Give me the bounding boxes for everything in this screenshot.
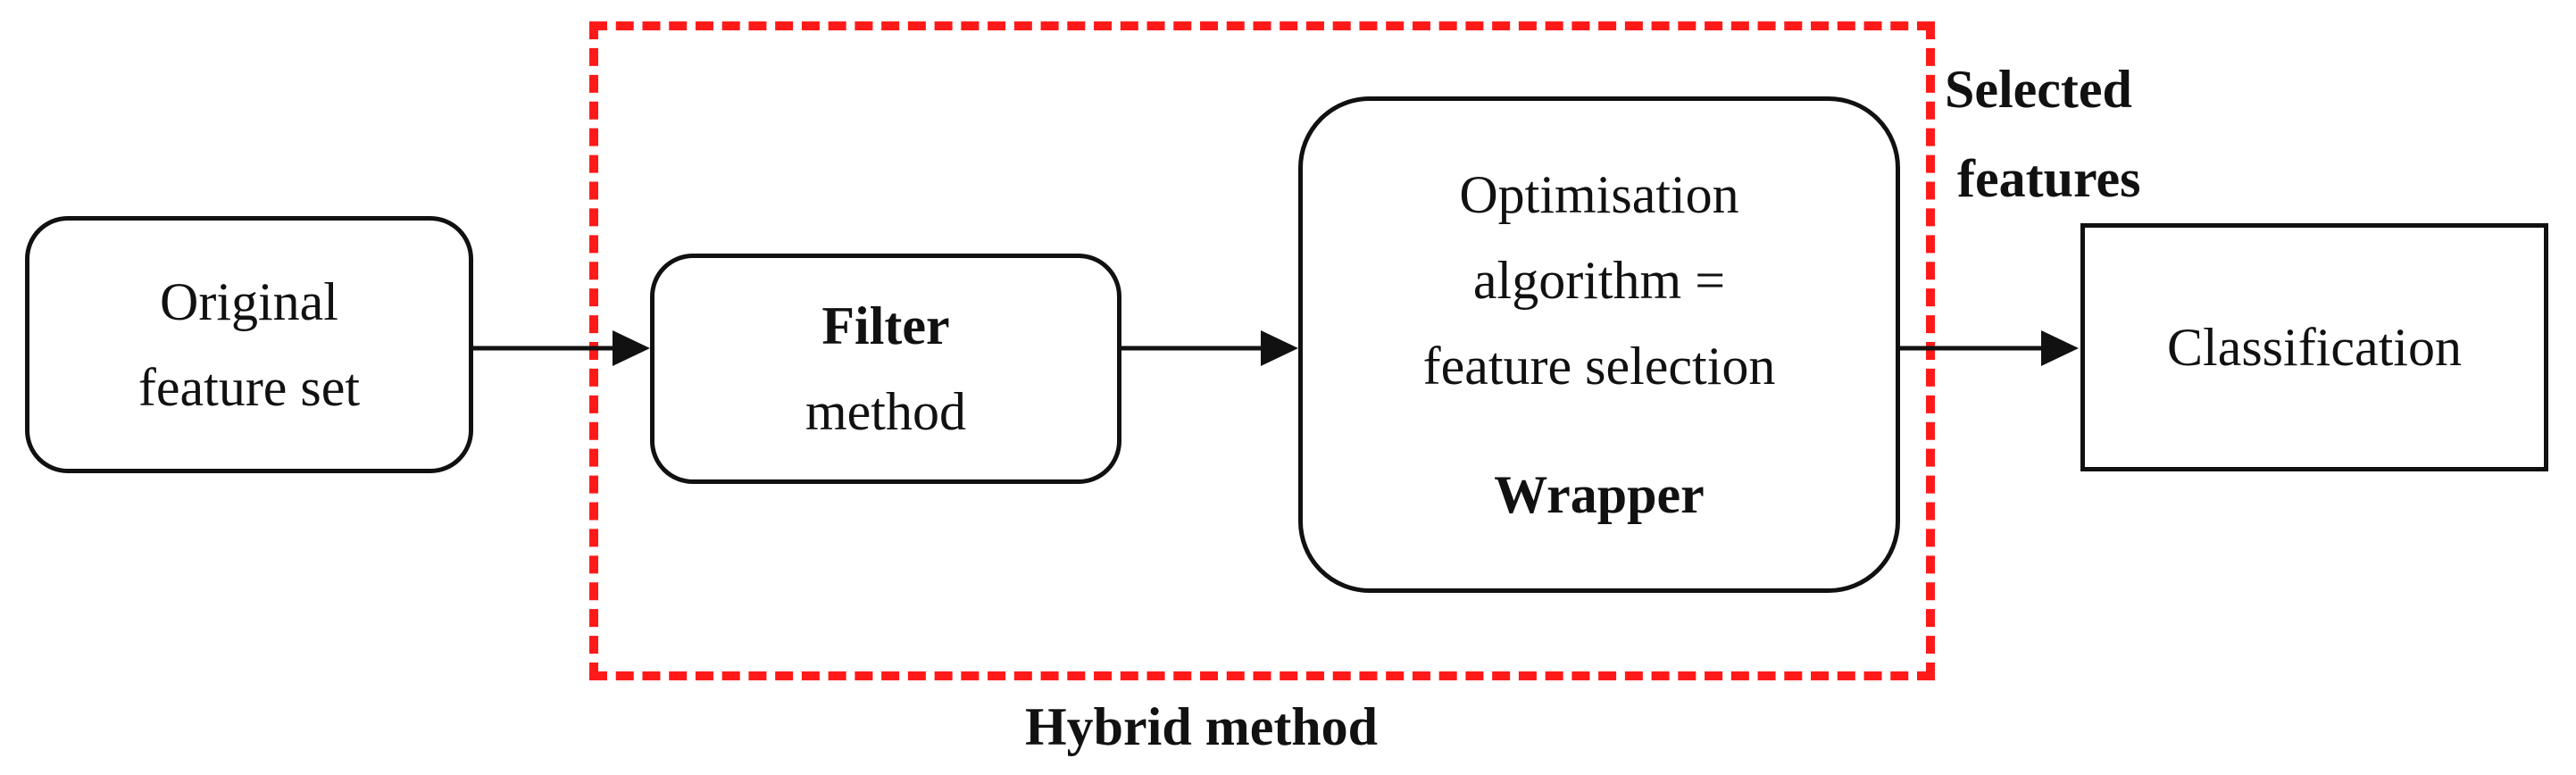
wrapper-line3: feature selection bbox=[1422, 337, 1776, 396]
classification-label: Classification bbox=[2167, 318, 2462, 377]
arrow-original-to-filter bbox=[473, 330, 650, 366]
filter-subtitle: method bbox=[805, 382, 966, 441]
wrapper-line2: algorithm = bbox=[1472, 251, 1726, 310]
arrow-wrapper-to-classification bbox=[1900, 330, 2079, 366]
original-line1: Original bbox=[160, 272, 338, 331]
original-feature-set-node: Original feature set bbox=[25, 216, 473, 473]
hybrid-method-label: Hybrid method bbox=[1025, 697, 1379, 756]
hybrid-method-frame bbox=[589, 21, 1935, 680]
wrapper-node: Optimisation algorithm = feature selecti… bbox=[1298, 96, 1900, 593]
wrapper-line1: Optimisation bbox=[1459, 165, 1739, 224]
original-line2: feature set bbox=[138, 358, 361, 417]
filter-method-node: Filter method bbox=[650, 254, 1121, 484]
classification-node: Classification bbox=[2080, 223, 2548, 471]
arrow-filter-to-wrapper bbox=[1121, 330, 1298, 366]
selected-features-label-line2: features bbox=[1957, 149, 2141, 208]
selected-features-label-line1: Selected bbox=[1945, 60, 2132, 119]
wrapper-title: Wrapper bbox=[1494, 465, 1705, 524]
filter-title: Filter bbox=[821, 296, 950, 355]
